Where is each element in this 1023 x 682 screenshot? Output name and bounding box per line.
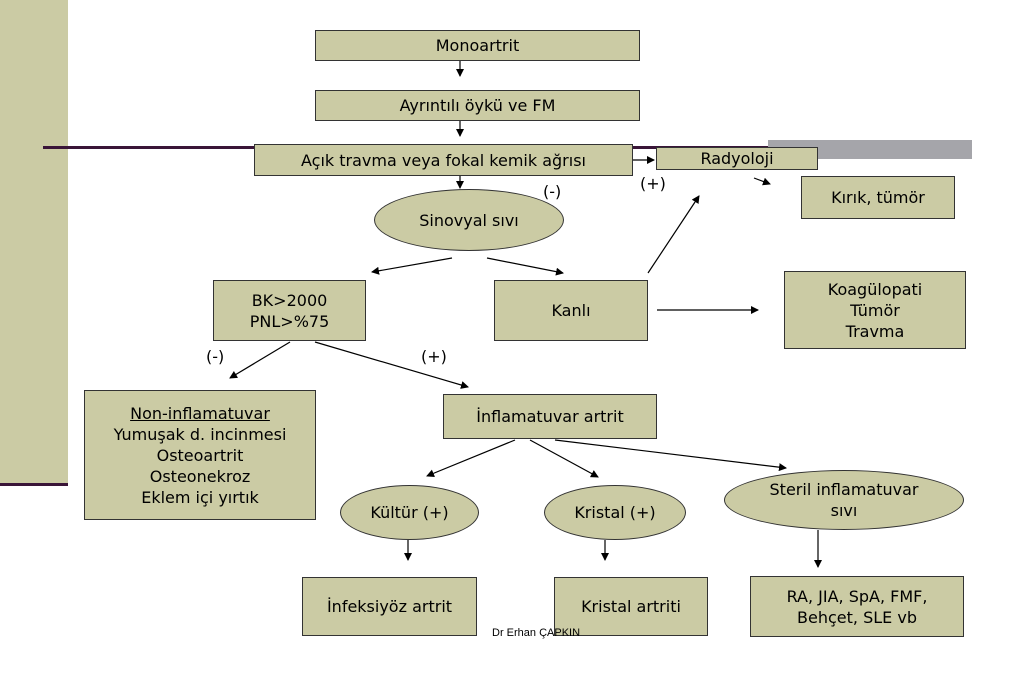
node-kirik-tumor-text: Kırık, tümör [831, 188, 925, 207]
node-sinovyal-sivi: Sinovyal sıvı [374, 189, 564, 251]
node-koag-line2: Tümör [850, 300, 900, 320]
node-radyoloji: Radyoloji [656, 147, 818, 170]
arrow-kanli-radyoloji [647, 195, 700, 274]
arrow-inflam-kultur [426, 439, 516, 478]
node-kultur: Kültür (+) [340, 485, 479, 540]
node-inflamatuvar-text: İnflamatuvar artrit [476, 407, 624, 426]
arrow-inflam-kristal [529, 439, 599, 478]
node-kristal-artriti: Kristal artriti [554, 577, 708, 636]
arrow-bk-noninf [229, 341, 291, 379]
node-bk-line1: BK>2000 [251, 290, 328, 310]
node-steril-inflamatuvar: Steril inflamatuvar sıvı [724, 470, 964, 530]
node-kanli-text: Kanlı [551, 301, 591, 320]
node-infeksiyoz-artrit: İnfeksiyöz artrit [302, 577, 477, 636]
node-kanli: Kanlı [494, 280, 648, 341]
node-travma-text: Açık travma veya fokal kemik ağrısı [301, 150, 586, 170]
node-infeksiyoz-text: İnfeksiyöz artrit [326, 597, 453, 616]
label-negative-sinovyal: (-) [543, 182, 562, 201]
node-sinovyal-sivi-text: Sinovyal sıvı [419, 210, 519, 230]
node-koag-line1: Koagülopati [827, 279, 923, 299]
label-negative-bk: (-) [206, 347, 225, 366]
arrow-sinovyal-kanli [486, 257, 564, 276]
sidebar-decoration [0, 0, 68, 484]
arrow-radyoloji-kirik [753, 177, 771, 186]
node-noninf-line5: Eklem içi yırtık [141, 487, 259, 507]
node-kirik-tumor: Kırık, tümör [801, 176, 955, 219]
node-monoartrit: Monoartrit [315, 30, 640, 61]
node-noninf-line3: Osteoartrit [156, 445, 244, 465]
node-kristal-artriti-text: Kristal artriti [581, 597, 681, 616]
node-noninf-line2: Yumuşak d. incinmesi [113, 424, 287, 444]
node-noninf-line4: Osteonekroz [149, 466, 251, 486]
label-positive-bk: (+) [421, 347, 447, 366]
node-ra-jia: RA, JIA, SpA, FMF, Behçet, SLE vb [750, 576, 964, 637]
node-kultur-text: Kültür (+) [370, 503, 449, 522]
node-travma: Açık travma veya fokal kemik ağrısı [254, 144, 633, 176]
bottom-divider-line [0, 483, 68, 486]
node-kristal: Kristal (+) [544, 485, 686, 540]
node-steril-line2: sıvı [830, 501, 858, 520]
node-koag-line3: Travma [845, 321, 905, 341]
node-bk-line2: PNL>%75 [249, 311, 330, 331]
arrow-inflam-steril [554, 439, 787, 472]
node-ra-line2: Behçet, SLE vb [797, 607, 917, 627]
node-monoartrit-text: Monoartrit [435, 36, 520, 55]
node-kristal-text: Kristal (+) [574, 503, 656, 522]
node-bk-pnl: BK>2000 PNL>%75 [213, 280, 366, 341]
node-radyoloji-text: Radyoloji [700, 149, 774, 168]
node-koagulopati: Koagülopati Tümör Travma [784, 271, 966, 349]
node-noninf-line1: Non-inflamatuvar [130, 403, 270, 423]
footer-author: Dr Erhan ÇAPKIN [492, 627, 581, 639]
arrow-sinovyal-bk [371, 257, 453, 275]
node-oyku-text: Ayrıntılı öykü ve FM [399, 96, 556, 115]
node-steril-line1: Steril inflamatuvar [769, 480, 919, 499]
label-positive-radyoloji: (+) [640, 174, 666, 193]
node-oyku: Ayrıntılı öykü ve FM [315, 90, 640, 121]
node-ra-line1: RA, JIA, SpA, FMF, [786, 586, 928, 606]
node-inflamatuvar-artrit: İnflamatuvar artrit [443, 394, 657, 439]
arrow-bk-inflam [314, 341, 469, 389]
node-non-inflamatuvar: Non-inflamatuvar Yumuşak d. incinmesi Os… [84, 390, 316, 520]
gray-accent-bar [768, 140, 972, 159]
